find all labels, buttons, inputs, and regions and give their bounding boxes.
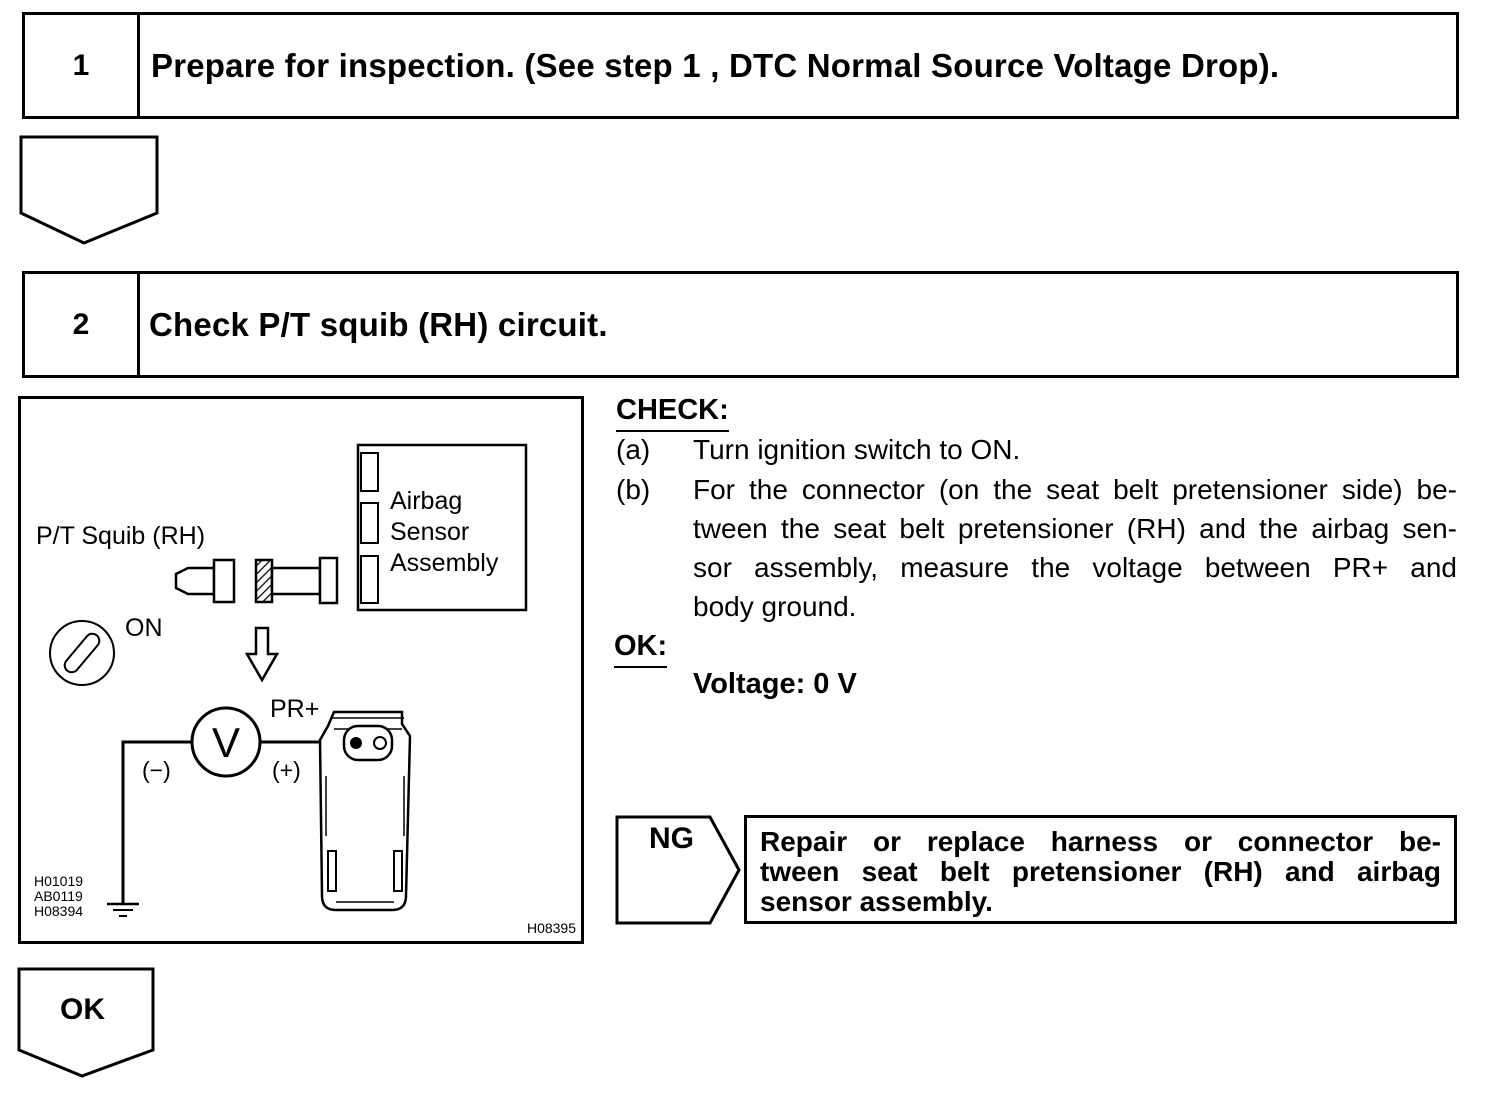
ok-arrow-label: OK	[60, 993, 105, 1026]
voltmeter-icon: V	[190, 706, 262, 778]
squib-connector	[174, 558, 236, 604]
check-item-b-line: tween the seat belt pretensioner (RH) an…	[693, 513, 1457, 544]
ng-label: NG	[649, 822, 694, 855]
squib-label: P/T Squib (RH)	[36, 522, 205, 550]
check-item-b-line: body ground.	[693, 591, 857, 622]
sensor-label-line-2: Sensor	[390, 518, 469, 546]
step-1-number: 1	[25, 15, 140, 116]
check-heading: CHECK:	[616, 394, 729, 432]
connector-hatched-part	[254, 558, 274, 604]
wiring-diagram: Airbag Sensor Assembly P/T Squib (RH) ON…	[18, 396, 584, 944]
check-item-b-line: For the connector (on the seat belt pret…	[693, 474, 1457, 505]
ground-wire	[121, 740, 192, 904]
sensor-label-line-1: Airbag	[390, 487, 462, 515]
step-2-box: 2 Check P/T squib (RH) circuit.	[22, 271, 1459, 378]
sensor-label-line-3: Assembly	[390, 549, 499, 577]
ref-code-2: AB0119	[34, 888, 83, 904]
plus-label: (+)	[272, 757, 301, 783]
next-step-arrow	[19, 135, 159, 245]
check-item-a-marker: (a)	[616, 434, 651, 465]
terminal-label: PR+	[270, 695, 319, 723]
ng-result-line: Repair or replace harness or connector b…	[760, 826, 1441, 857]
disconnect-arrow-icon	[244, 626, 280, 683]
check-item-b-line: sor assembly, measure the voltage betwee…	[693, 552, 1457, 583]
ok-heading: OK:	[614, 630, 668, 668]
ref-code-1: H01019	[34, 873, 83, 889]
pretensioner-connector	[318, 710, 412, 912]
ng-result-box: Repair or replace harness or connector b…	[744, 815, 1457, 924]
check-item-b-text: For the connector (on the seat belt pret…	[693, 470, 1457, 626]
ref-code-3: H08394	[34, 903, 83, 919]
step-1-box: 1 Prepare for inspection. (See step 1 , …	[22, 12, 1459, 119]
airbag-sensor-assembly	[356, 443, 528, 612]
ignition-switch-icon	[49, 620, 115, 686]
harness-connector	[270, 556, 339, 605]
ok-arrow	[17, 967, 155, 1078]
ng-result-line: sensor assembly.	[760, 886, 993, 917]
ng-arrow	[615, 815, 741, 925]
ng-result-line: tween seat belt pretensioner (RH) and ai…	[760, 856, 1441, 887]
minus-label: (−)	[142, 757, 171, 783]
step-2-title: Check P/T squib (RH) circuit.	[149, 305, 608, 343]
voltmeter-label: V	[212, 719, 240, 766]
check-item-a-text: Turn ignition switch to ON.	[693, 434, 1021, 465]
ok-value: Voltage: 0 V	[693, 668, 857, 700]
step-1-title: Prepare for inspection. (See step 1 , DT…	[151, 46, 1280, 84]
check-item-b-marker: (b)	[616, 474, 651, 505]
figure-code: H08395	[527, 920, 576, 936]
step-2-number: 2	[25, 274, 140, 375]
switch-label: ON	[125, 614, 163, 642]
